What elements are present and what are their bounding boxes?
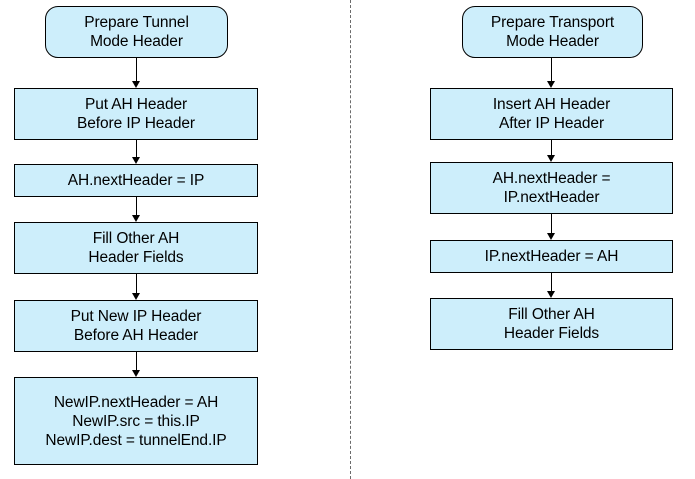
connector-transport-insert-ah-header-to-transport-ah-nextheader [551,140,552,157]
connector-tunnel-start-to-tunnel-put-ah-header [136,58,137,83]
arrow-head-icon [132,157,141,164]
arrow-head-icon [547,81,556,88]
arrow-head-icon [132,81,141,88]
arrow-head-icon [132,293,141,300]
connector-tunnel-put-ah-header-to-tunnel-ah-nextheader [136,140,137,159]
node-label-line: Insert AH Header [492,96,611,113]
node-label-line: Header Fields [503,325,600,342]
node-label-line: Put New IP Header [70,308,202,325]
node-label-line: AH.nextHeader = IP [67,172,205,189]
column-divider [350,0,351,479]
node-label-line: Mode Header [90,33,183,50]
connector-tunnel-fill-other-ah-to-tunnel-put-new-ip-header [136,274,137,295]
node-label-line: Before IP Header [77,115,195,132]
node-transport-fill-other-ah[interactable]: Fill Other AH Header Fields [430,298,673,350]
connector-transport-start-to-transport-insert-ah-header [551,58,552,83]
connector-tunnel-put-new-ip-header-to-tunnel-newip-fields [136,352,137,372]
node-tunnel-fill-other-ah[interactable]: Fill Other AH Header Fields [14,222,258,274]
node-label-line: Before AH Header [73,327,199,344]
node-label-line: NewIP.nextHeader = AH [53,393,219,411]
arrow-head-icon [547,291,556,298]
connector-tunnel-ah-nextheader-to-tunnel-fill-other-ah [136,197,137,217]
node-label-line: Prepare Tunnel [84,14,189,31]
node-tunnel-ah-nextheader[interactable]: AH.nextHeader = IP [14,164,258,197]
node-label-line: IP.nextHeader [503,189,600,206]
connector-transport-ah-nextheader-to-transport-ip-nextheader [551,214,552,235]
node-label-line: Mode Header [506,33,599,50]
node-transport-ip-nextheader[interactable]: IP.nextHeader = AH [430,240,673,273]
node-label-line: Fill Other AH [92,230,180,247]
node-label-line: Fill Other AH [508,306,595,323]
node-label-line: Prepare Transport [490,14,615,31]
node-label-line: AH.nextHeader = [492,170,611,187]
node-transport-ah-nextheader[interactable]: AH.nextHeader = IP.nextHeader [430,162,673,214]
arrow-head-icon [132,215,141,222]
node-label-line: IP.nextHeader = AH [484,248,619,265]
node-label-line: NewIP.src = this.IP [72,412,200,430]
connector-transport-ip-nextheader-to-transport-fill-other-ah [551,273,552,293]
node-label-line: Put AH Header [84,96,188,113]
node-label-line: Header Fields [88,249,184,266]
arrow-head-icon [132,370,141,377]
arrow-head-icon [547,155,556,162]
node-label-line: After IP Header [498,115,605,132]
node-label-line: NewIP.dest = tunnelEnd.IP [45,431,227,449]
arrow-head-icon [547,233,556,240]
